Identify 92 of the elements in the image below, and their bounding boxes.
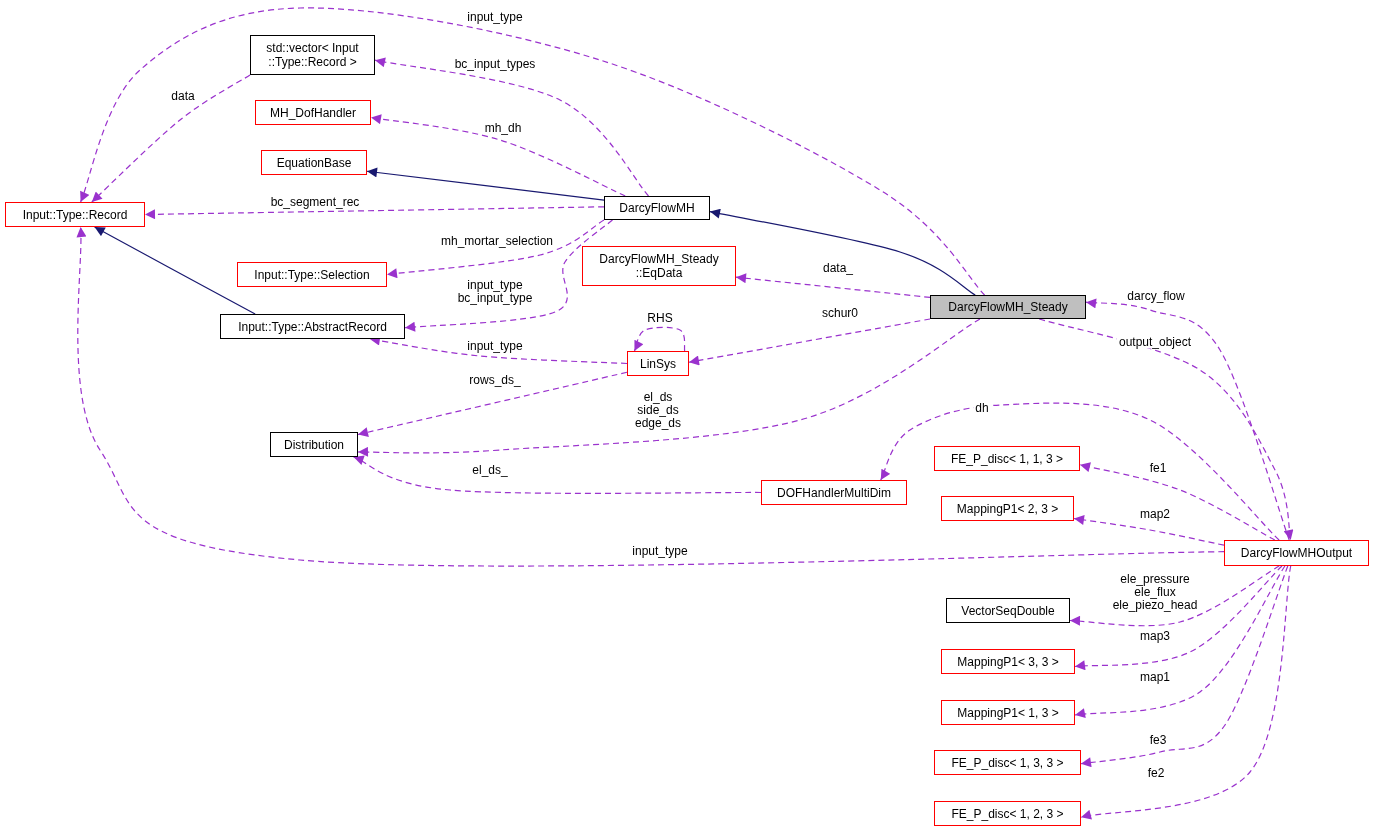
class-box	[761, 480, 907, 505]
class-box	[255, 100, 371, 125]
arrow	[1080, 565, 1292, 821]
edge-label: dh	[973, 401, 991, 415]
edge-label: fe1	[1147, 461, 1169, 475]
class-name: DarcyFlowMH	[619, 201, 695, 215]
class-box	[582, 246, 736, 286]
class-box	[941, 496, 1074, 521]
class-box	[5, 202, 145, 227]
class-box	[934, 801, 1081, 826]
class-box	[1224, 540, 1369, 566]
class-box	[934, 750, 1081, 775]
arrow	[1074, 565, 1286, 719]
class-name: DarcyFlowMHOutput	[1240, 546, 1353, 560]
edge-label: schur0	[820, 306, 860, 320]
arrow	[374, 57, 650, 197]
class-box	[946, 598, 1070, 623]
class-box	[941, 700, 1075, 725]
edge-label: data	[169, 89, 197, 103]
edge-label: fe3	[1147, 733, 1169, 747]
arrow	[1085, 298, 1290, 541]
edge-label: input_type	[465, 339, 525, 353]
arrow	[353, 456, 762, 494]
arrow	[1038, 318, 1294, 541]
arrow	[633, 326, 686, 352]
arrow	[75, 226, 1225, 567]
class-box	[930, 295, 1086, 319]
class-name: FE_P_disc< 1, 2, 3 >	[951, 806, 1064, 821]
edge-label: ele_pressure ele_flux ele_piezo_head	[1110, 572, 1200, 612]
class-name: EquationBase	[276, 155, 352, 170]
arrow	[1080, 565, 1289, 768]
arrow	[144, 206, 605, 220]
arrow	[370, 114, 626, 197]
class-name: MH_DofHandler	[269, 105, 356, 120]
arrow	[688, 318, 931, 366]
arrow	[357, 371, 628, 438]
arrow	[709, 208, 976, 296]
class-name: Input::Type::AbstractRecord	[238, 319, 387, 334]
class-name: std::vector< Input ::Type::Record >	[265, 41, 360, 69]
edge-label: el_ds side_ds edge_ds	[633, 390, 683, 430]
class-box	[250, 35, 375, 75]
class-box	[604, 196, 710, 220]
arrow	[1079, 462, 1276, 541]
arrow	[880, 402, 1280, 541]
edge-label: el_ds_	[470, 463, 510, 477]
class-name: Input::Type::Record	[22, 207, 128, 222]
arrow	[91, 74, 251, 203]
class-name: DarcyFlowMH_Steady ::EqData	[598, 252, 720, 280]
arrow	[386, 219, 605, 279]
arrow	[94, 226, 256, 315]
arrow	[79, 7, 986, 296]
arrow	[1073, 515, 1225, 546]
class-name: DarcyFlowMH_Steady	[948, 300, 1068, 314]
edge-label: RHS	[645, 311, 675, 325]
class-name: MappingP1< 3, 3 >	[957, 654, 1059, 669]
edge-label: darcy_flow	[1125, 289, 1187, 303]
edge-label: bc_input_types	[452, 57, 538, 71]
arrow	[366, 167, 605, 201]
class-box	[934, 446, 1080, 471]
class-box	[220, 314, 405, 339]
edge-label: map1	[1138, 670, 1172, 684]
class-name: DOFHandlerMultiDim	[777, 485, 891, 500]
class-name: Input::Type::Selection	[254, 267, 370, 282]
class-name: VectorSeqDouble	[961, 603, 1055, 618]
edge-label: data_	[821, 261, 855, 275]
arrow	[404, 219, 614, 332]
edge-label: fe2	[1145, 766, 1167, 780]
arrow	[357, 318, 981, 457]
class-box	[261, 150, 367, 175]
arrow	[1069, 565, 1280, 627]
edge-label: map3	[1138, 629, 1172, 643]
edge-label: input_type bc_input_type	[455, 279, 535, 305]
class-name: MappingP1< 1, 3 >	[957, 705, 1059, 720]
edge-label: map2	[1138, 507, 1172, 521]
class-box	[941, 649, 1075, 674]
arrow	[1074, 565, 1283, 671]
edge-label: rows_ds_	[467, 373, 523, 387]
class-name: Distribution	[284, 437, 344, 452]
edge-label: input_type	[465, 10, 525, 24]
class-name: MappingP1< 2, 3 >	[956, 501, 1059, 516]
class-name: FE_P_disc< 1, 3, 3 >	[951, 755, 1064, 770]
edge-label: mh_mortar_selection	[438, 234, 556, 248]
class-box	[237, 262, 387, 287]
edge-label: input_type	[630, 544, 690, 558]
arrow	[735, 273, 931, 298]
edge-label: bc_segment_rec	[268, 195, 362, 209]
edge-label: mh_dh	[482, 121, 524, 135]
class-box	[627, 351, 689, 376]
class-name: FE_P_disc< 1, 1, 3 >	[950, 451, 1064, 466]
edge-label: output_object	[1116, 335, 1194, 349]
class-name: LinSys	[640, 356, 676, 371]
class-box	[270, 432, 358, 457]
